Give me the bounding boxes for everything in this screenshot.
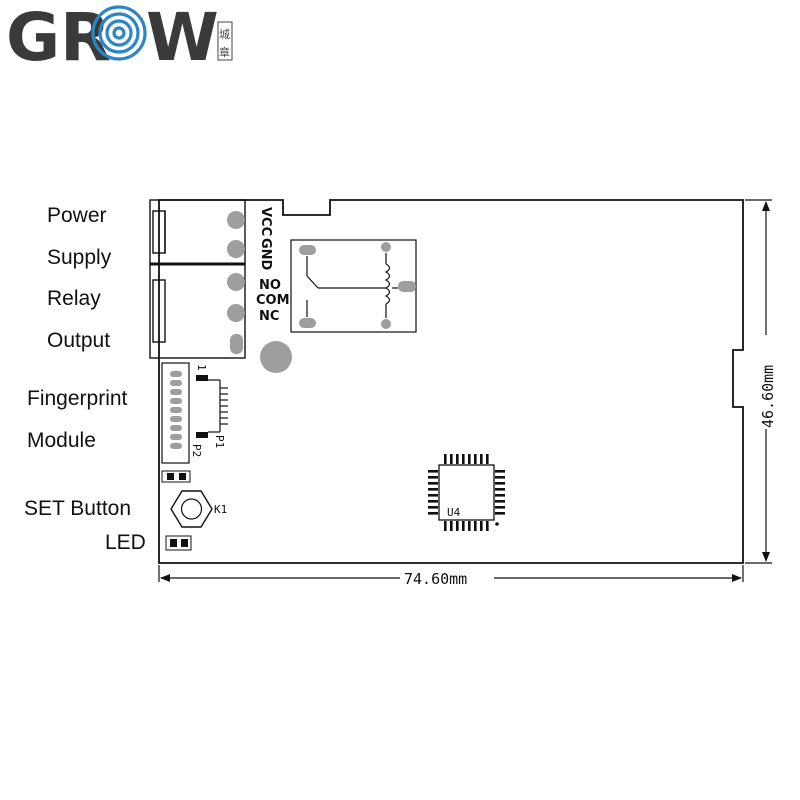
label-module: Module bbox=[27, 429, 96, 452]
grow-logo: GR W 城 章 bbox=[6, 0, 233, 76]
terminal-pads bbox=[227, 211, 292, 373]
led-component bbox=[165, 535, 192, 551]
height-dimension-label: 46.60mm bbox=[759, 365, 777, 428]
seal-char-1: 城 bbox=[219, 28, 230, 41]
ref-u4: U4 bbox=[447, 506, 461, 519]
pad-com bbox=[227, 304, 245, 322]
fingerprint-o-icon bbox=[91, 5, 147, 61]
ref-p2: P2 bbox=[190, 444, 203, 457]
pad-no bbox=[227, 273, 245, 291]
relay-component bbox=[290, 239, 417, 333]
label-power: Power bbox=[47, 204, 107, 227]
width-dimension-mask bbox=[400, 569, 494, 587]
set-button-k1: K1 bbox=[170, 490, 227, 528]
height-dimension-mask bbox=[758, 335, 776, 429]
logo-seal: 城 章 bbox=[217, 21, 233, 61]
seal-char-2: 章 bbox=[219, 45, 230, 59]
pad-vcc bbox=[227, 211, 245, 229]
label-supply: Supply bbox=[47, 246, 112, 269]
ref-pin1: 1 bbox=[195, 364, 208, 371]
pin-label-vcc: VCC bbox=[258, 207, 273, 236]
ref-p1: P1 bbox=[213, 435, 226, 448]
label-fingerprint: Fingerprint bbox=[27, 387, 128, 410]
pin-label-no: NO bbox=[259, 278, 281, 293]
ref-k1: K1 bbox=[214, 503, 227, 516]
board-outline bbox=[158, 199, 744, 564]
pin-label-gnd: GND bbox=[258, 238, 273, 271]
logo-text-gr: GR bbox=[6, 0, 111, 76]
label-output: Output bbox=[47, 329, 110, 352]
label-led: LED bbox=[105, 531, 146, 554]
label-set-button: SET Button bbox=[24, 497, 131, 520]
width-dimension-label: 74.60mm bbox=[404, 570, 467, 588]
connector-p1: 1 P1 bbox=[195, 364, 228, 448]
logo-text-w: W bbox=[146, 0, 219, 76]
pad-gnd bbox=[227, 240, 245, 258]
connector-p2: P2 bbox=[161, 362, 203, 464]
pad-nc bbox=[230, 334, 243, 354]
mounting-hole bbox=[260, 341, 292, 373]
smd-resistor bbox=[161, 470, 191, 483]
mcu-u4: U4 bbox=[428, 454, 505, 531]
pin-label-nc: NC bbox=[259, 309, 279, 324]
label-relay: Relay bbox=[47, 287, 101, 310]
pin-label-com: COM bbox=[256, 293, 290, 308]
